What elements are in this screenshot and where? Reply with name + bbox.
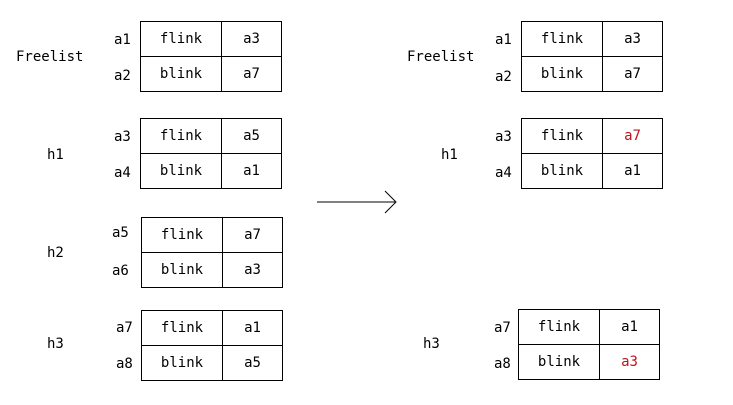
flink-value: a5 (221, 118, 282, 154)
addr-label: a7 (494, 320, 511, 336)
addr-label: a3 (495, 129, 512, 145)
h3-label: h3 (47, 336, 64, 352)
flink-cell: flink (141, 217, 223, 253)
blink-cell: blink (521, 56, 603, 92)
freelist-node: flink a3 blink a7 (521, 21, 663, 92)
blink-value: a5 (222, 345, 283, 381)
flink-cell: flink (140, 118, 222, 154)
flink-value: a7 (222, 217, 283, 253)
addr-label: a4 (114, 165, 131, 181)
h2-label: h2 (47, 245, 64, 261)
addr-label: a8 (494, 356, 511, 372)
blink-cell: blink (518, 344, 600, 380)
blink-cell: blink (140, 56, 222, 92)
addr-label: a6 (112, 263, 129, 279)
addr-label: a8 (116, 356, 133, 372)
freelist-node: flink a3 blink a7 (140, 21, 282, 92)
addr-label: a2 (114, 68, 131, 84)
blink-value: a1 (602, 153, 663, 189)
blink-value: a1 (221, 153, 282, 189)
flink-cell: flink (518, 309, 600, 345)
addr-label: a1 (495, 32, 512, 48)
freelist-label: Freelist (407, 49, 475, 65)
h1-node: flink a7 blink a1 (521, 118, 663, 189)
blink-cell: blink (521, 153, 603, 189)
flink-cell: flink (521, 21, 603, 57)
h3-node: flink a1 blink a5 (141, 310, 283, 381)
addr-label: a1 (114, 32, 131, 48)
blink-value: a3 (222, 252, 283, 288)
flink-cell: flink (141, 310, 223, 346)
h3-node: flink a1 blink a3 (518, 309, 660, 380)
h1-node: flink a5 blink a1 (140, 118, 282, 189)
h1-label: h1 (47, 147, 64, 163)
addr-label: a5 (112, 225, 129, 241)
h2-node: flink a7 blink a3 (141, 217, 283, 288)
blink-value-changed: a3 (599, 344, 660, 380)
addr-label: a3 (114, 129, 131, 145)
flink-value: a1 (599, 309, 660, 345)
flink-value-changed: a7 (602, 118, 663, 154)
blink-value: a7 (221, 56, 282, 92)
addr-label: a7 (116, 320, 133, 336)
blink-cell: blink (140, 153, 222, 189)
blink-value: a7 (602, 56, 663, 92)
flink-cell: flink (140, 21, 222, 57)
flink-value: a1 (222, 310, 283, 346)
h3-label: h3 (423, 336, 440, 352)
flink-value: a3 (602, 21, 663, 57)
addr-label: a4 (495, 165, 512, 181)
blink-cell: blink (141, 252, 223, 288)
freelist-label: Freelist (16, 49, 84, 65)
blink-cell: blink (141, 345, 223, 381)
flink-cell: flink (521, 118, 603, 154)
h1-label: h1 (441, 147, 458, 163)
flink-value: a3 (221, 21, 282, 57)
addr-label: a2 (495, 69, 512, 85)
